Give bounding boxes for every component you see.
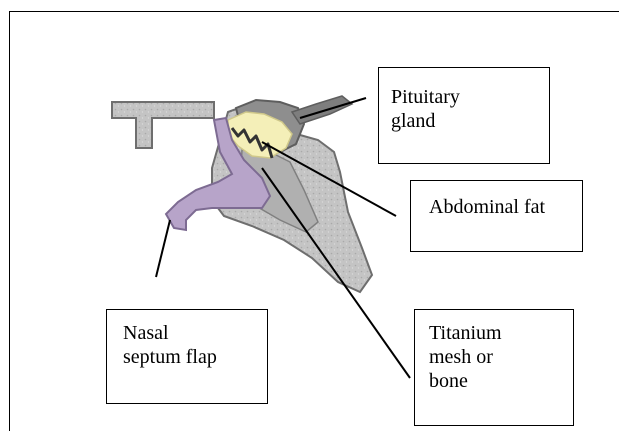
label-titanium-line-3: bone (429, 369, 573, 393)
pointer-line-septum (156, 220, 170, 277)
pituitary-stalk (292, 96, 352, 124)
label-fat-line-1: Abdominal fat (429, 195, 582, 219)
label-pituitary-line-2: gland (391, 109, 549, 133)
label-nasal-septum-flap: Nasal septum flap (106, 309, 268, 404)
label-pituitary-gland: Pituitary gland (378, 67, 550, 164)
label-titanium-line-2: mesh or (429, 345, 573, 369)
label-titanium-mesh: Titanium mesh or bone (414, 309, 574, 426)
label-pituitary-line-1: Pituitary (391, 85, 549, 109)
label-septum-line-1: Nasal (123, 321, 267, 345)
palate-bone (112, 102, 214, 148)
label-septum-line-2: septum flap (123, 345, 267, 369)
label-abdominal-fat: Abdominal fat (410, 180, 583, 252)
label-titanium-line-1: Titanium (429, 321, 573, 345)
